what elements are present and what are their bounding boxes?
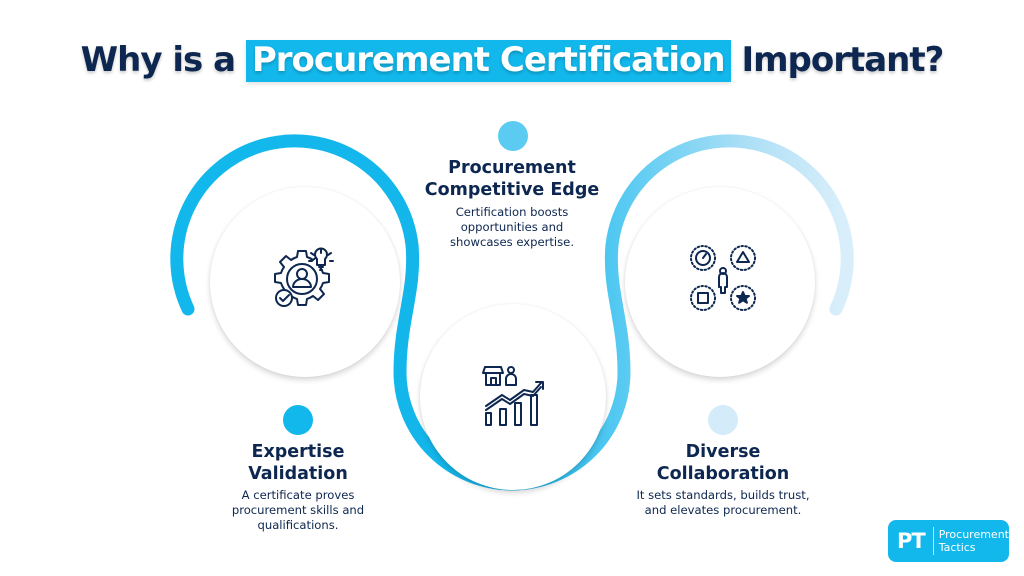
step-3-description: It sets standards, builds trust, and ele… <box>636 488 810 517</box>
logo-mark: PT <box>897 529 926 553</box>
title-prefix: Why is a <box>80 40 236 80</box>
procurement-tactics-logo: PT Procurement Tactics <box>888 520 1009 562</box>
page-title: Why is a Procurement Certification Impor… <box>0 36 1024 84</box>
gear-person-lightbulb-check-icon <box>274 247 334 307</box>
logo-divider <box>932 527 934 555</box>
step-2-title: Procurement Competitive Edge <box>424 158 600 200</box>
step-2-description: Certification boosts opportunities and s… <box>449 205 575 249</box>
step-1-title: Expertise Validation <box>248 442 348 484</box>
logo-name: Procurement Tactics <box>938 528 1009 554</box>
step-1-circle <box>210 187 400 377</box>
title-highlight: Procurement Certification <box>245 40 731 82</box>
title-suffix: Important? <box>741 40 944 80</box>
store-growth-chart-icon <box>482 366 544 426</box>
step-2-dot <box>498 121 528 151</box>
person-shapes-diversity-icon <box>690 245 756 311</box>
step-1-dot <box>283 405 313 435</box>
step-3-dot <box>708 405 738 435</box>
step-1-description: A certificate proves procurement skills … <box>231 488 365 532</box>
step-3-title: Diverse Collaboration <box>656 442 790 484</box>
